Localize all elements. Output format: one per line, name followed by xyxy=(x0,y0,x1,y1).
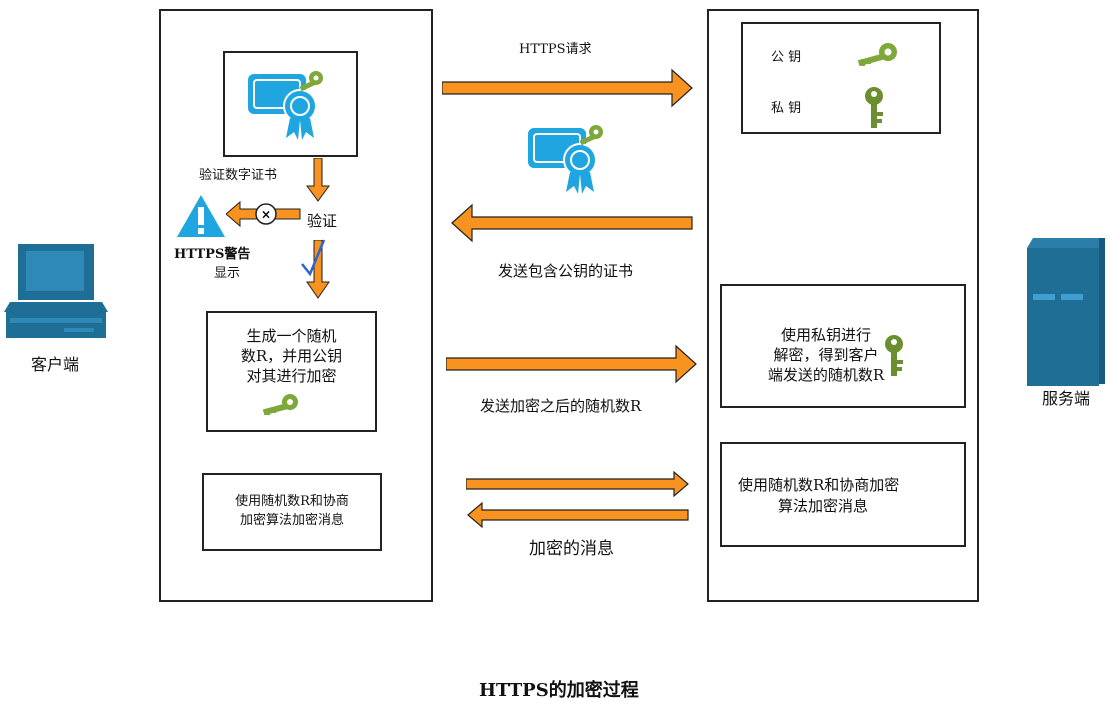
checkmark-icon xyxy=(298,238,328,278)
server-encrypt-line2: 算法加密消息 xyxy=(778,497,869,515)
server-decrypt-line3: 端发送的随机数R xyxy=(767,366,885,384)
server-label: 服务端 xyxy=(1042,389,1091,408)
server-decrypt-box xyxy=(720,284,966,408)
client-label: 客户端 xyxy=(31,355,80,374)
certificate-icon xyxy=(244,66,334,144)
down-arrow-verify xyxy=(306,158,330,202)
arrow-https-request xyxy=(442,68,694,108)
diagram-caption: HTTPS的加密过程 xyxy=(479,680,639,701)
warning-label-line1: HTTPS警告 xyxy=(174,247,251,262)
send-random-label: 发送加密之后的随机数R xyxy=(480,397,642,415)
encrypted-message-label: 加密的消息 xyxy=(529,539,614,559)
server-encrypt-line1: 使用随机数R和协商加密 xyxy=(738,476,900,494)
warning-icon xyxy=(175,193,227,239)
client-computer-icon xyxy=(4,240,108,348)
https-request-label: HTTPS请求 xyxy=(519,42,592,57)
svg-text:×: × xyxy=(261,208,271,222)
private-key-icon-decrypt xyxy=(882,334,906,378)
arrow-message-right xyxy=(466,470,690,498)
public-key-icon-client xyxy=(260,393,300,417)
arrow-send-random xyxy=(446,344,698,384)
client-encrypt-message-box xyxy=(202,473,382,551)
key-legend-box xyxy=(741,22,941,134)
server-encrypt-message-box xyxy=(720,442,966,547)
client-encrypt-line1: 使用随机数R和协商 xyxy=(235,494,349,509)
server-tower-icon xyxy=(1027,238,1105,386)
generate-random-line1: 生成一个随机 xyxy=(246,327,337,345)
arrow-send-certificate xyxy=(450,203,694,243)
generate-random-line2: 数R，并用公钥 xyxy=(240,347,343,365)
left-arrow-warning: × xyxy=(226,200,302,228)
generate-random-line3: 对其进行加密 xyxy=(246,367,337,385)
send-certificate-label: 发送包含公钥的证书 xyxy=(498,262,634,280)
private-key-label: 私 钥 xyxy=(771,101,802,116)
public-key-icon xyxy=(856,42,898,68)
certificate-icon-transfer xyxy=(524,120,614,198)
warning-label-line2: 显示 xyxy=(214,266,241,281)
verify-cert-label: 验证数字证书 xyxy=(199,168,278,183)
client-encrypt-line2: 加密算法加密消息 xyxy=(239,513,344,528)
server-decrypt-line2: 解密，得到客户 xyxy=(773,346,879,364)
server-decrypt-line1: 使用私钥进行 xyxy=(780,326,871,344)
generate-random-box xyxy=(206,311,377,432)
arrow-message-left xyxy=(466,501,690,529)
public-key-label: 公 钥 xyxy=(771,50,802,65)
verify-label: 验证 xyxy=(307,212,338,230)
private-key-icon xyxy=(862,86,886,130)
